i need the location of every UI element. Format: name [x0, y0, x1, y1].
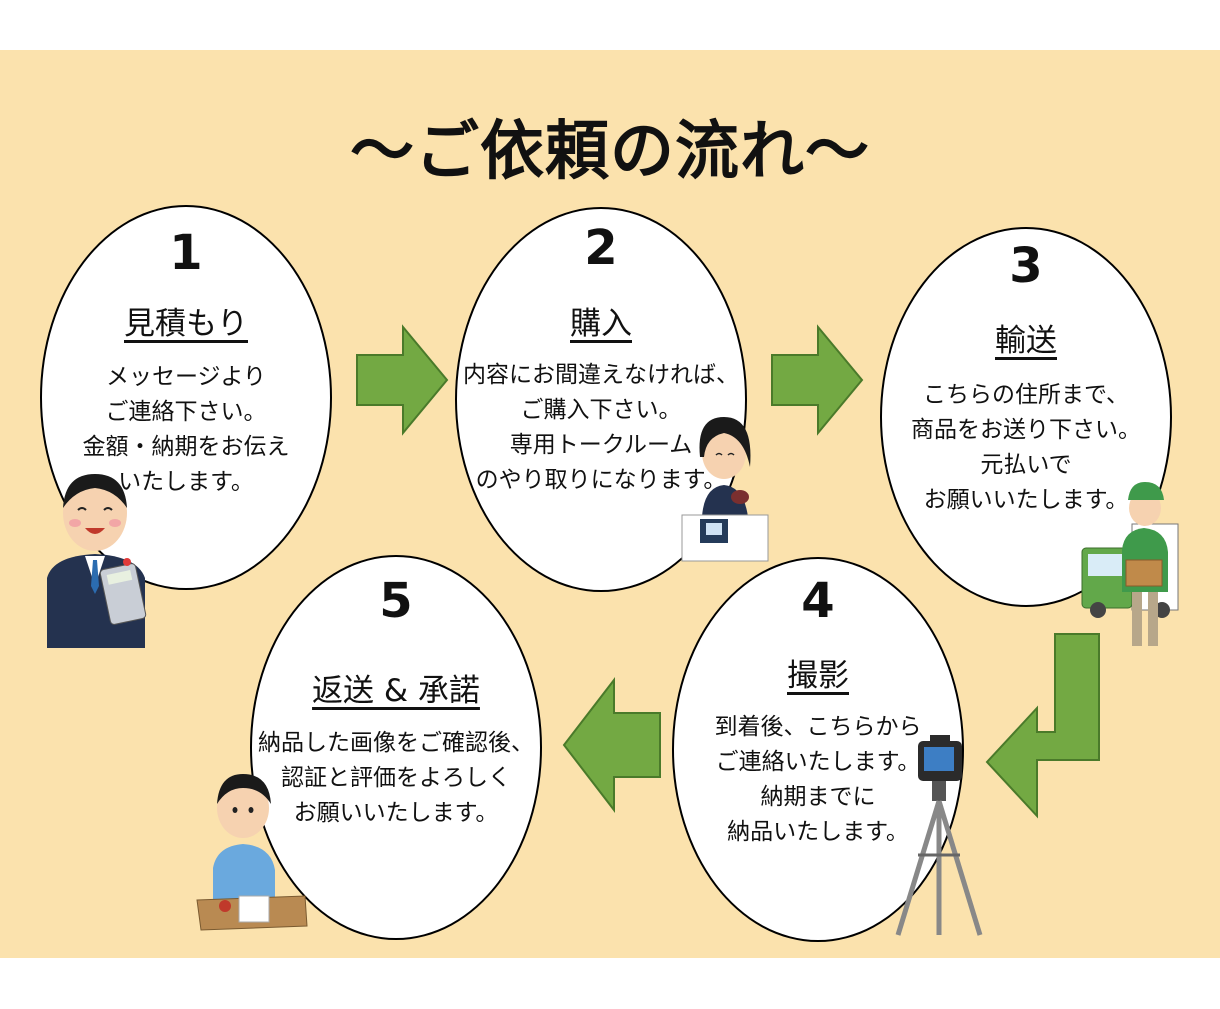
- step-4-heading: 撮影: [787, 658, 849, 694]
- arrow-right-1: [356, 324, 449, 436]
- step-2-line: 専用トークルーム: [509, 432, 693, 458]
- step-3-heading: 輸送: [995, 323, 1057, 359]
- step-2-line: のやり取りになります。: [475, 467, 727, 493]
- step-4-line: 納品いたします。: [727, 819, 909, 845]
- step-1-line: ご連絡下さい。: [105, 399, 267, 425]
- step-2-heading: 購入: [570, 306, 632, 342]
- step-5-line: 認証と評価をよろしく: [281, 765, 511, 791]
- step-4-text: 到着後、こちらから ご連絡いたします。 納期までに 納品いたします。: [688, 710, 948, 850]
- step-1-line: いたします。: [118, 469, 254, 495]
- arrow-bend-down-left: [985, 633, 1100, 819]
- step-3-line: 商品をお送り下さい。: [911, 417, 1141, 443]
- step-4-line: 納期までに: [760, 784, 876, 810]
- woman-counter-icon: [681, 417, 769, 562]
- step-3-line: 元払いで: [980, 452, 1072, 478]
- step-3-text: こちらの住所まで、 商品をお送り下さい。 元払いで お願いいたします。: [896, 378, 1156, 518]
- step-1-heading: 見積もり: [124, 306, 248, 342]
- step-4-line: 到着後、こちらから: [714, 714, 922, 740]
- step-3-line: お願いいたします。: [923, 487, 1129, 513]
- step-3-line: こちらの住所まで、: [922, 382, 1130, 408]
- man-signing-document-icon: [196, 774, 308, 931]
- step-5-number: 5: [379, 573, 413, 629]
- step-5-circle: [250, 555, 542, 940]
- step-5-line: 納品した画像をご確認後、: [258, 730, 534, 756]
- step-5-line: お願いいたします。: [293, 800, 499, 826]
- step-2-number: 2: [584, 220, 618, 276]
- step-2-line: ご購入下さい。: [520, 397, 682, 423]
- step-2-line: 内容にお間違えなければ、: [463, 362, 739, 388]
- arrow-right-2: [771, 324, 864, 436]
- step-1-number: 1: [169, 225, 203, 281]
- step-1-text: メッセージより ご連絡下さい。 金額・納期をお伝え いたします。: [56, 360, 316, 500]
- step-4-number: 4: [801, 573, 835, 629]
- step-2-text: 内容にお間違えなければ、 ご購入下さい。 専用トークルーム のやり取りになります…: [455, 358, 747, 498]
- camera-tripod-icon: [895, 735, 983, 936]
- step-5-heading: 返送 & 承諾: [312, 673, 480, 709]
- step-1-line: 金額・納期をお伝え: [82, 434, 290, 460]
- step-4-line: ご連絡いたします。: [715, 749, 921, 775]
- page-title: ～ご依頼の流れ～: [350, 115, 870, 189]
- arrow-left: [562, 677, 661, 813]
- step-3-number: 3: [1009, 238, 1043, 294]
- delivery-man-truck-icon: [1081, 482, 1179, 646]
- step-1-line: メッセージより: [105, 364, 267, 390]
- businessman-calculator-icon: [47, 474, 147, 648]
- step-5-text: 納品した画像をご確認後、 認証と評価をよろしく お願いいたします。: [250, 726, 542, 831]
